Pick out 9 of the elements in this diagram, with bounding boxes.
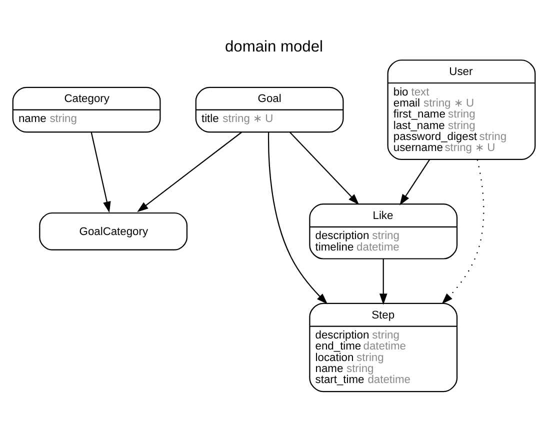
arrow (137, 131, 242, 212)
arrow (268, 132, 328, 304)
arrow (379, 258, 388, 304)
node-box: GoalCategory (39, 212, 188, 250)
diagram-title: domain model (224, 38, 324, 55)
arrow (442, 159, 484, 304)
arrow (400, 158, 430, 205)
arrow (289, 131, 360, 204)
arrow (90, 132, 111, 212)
